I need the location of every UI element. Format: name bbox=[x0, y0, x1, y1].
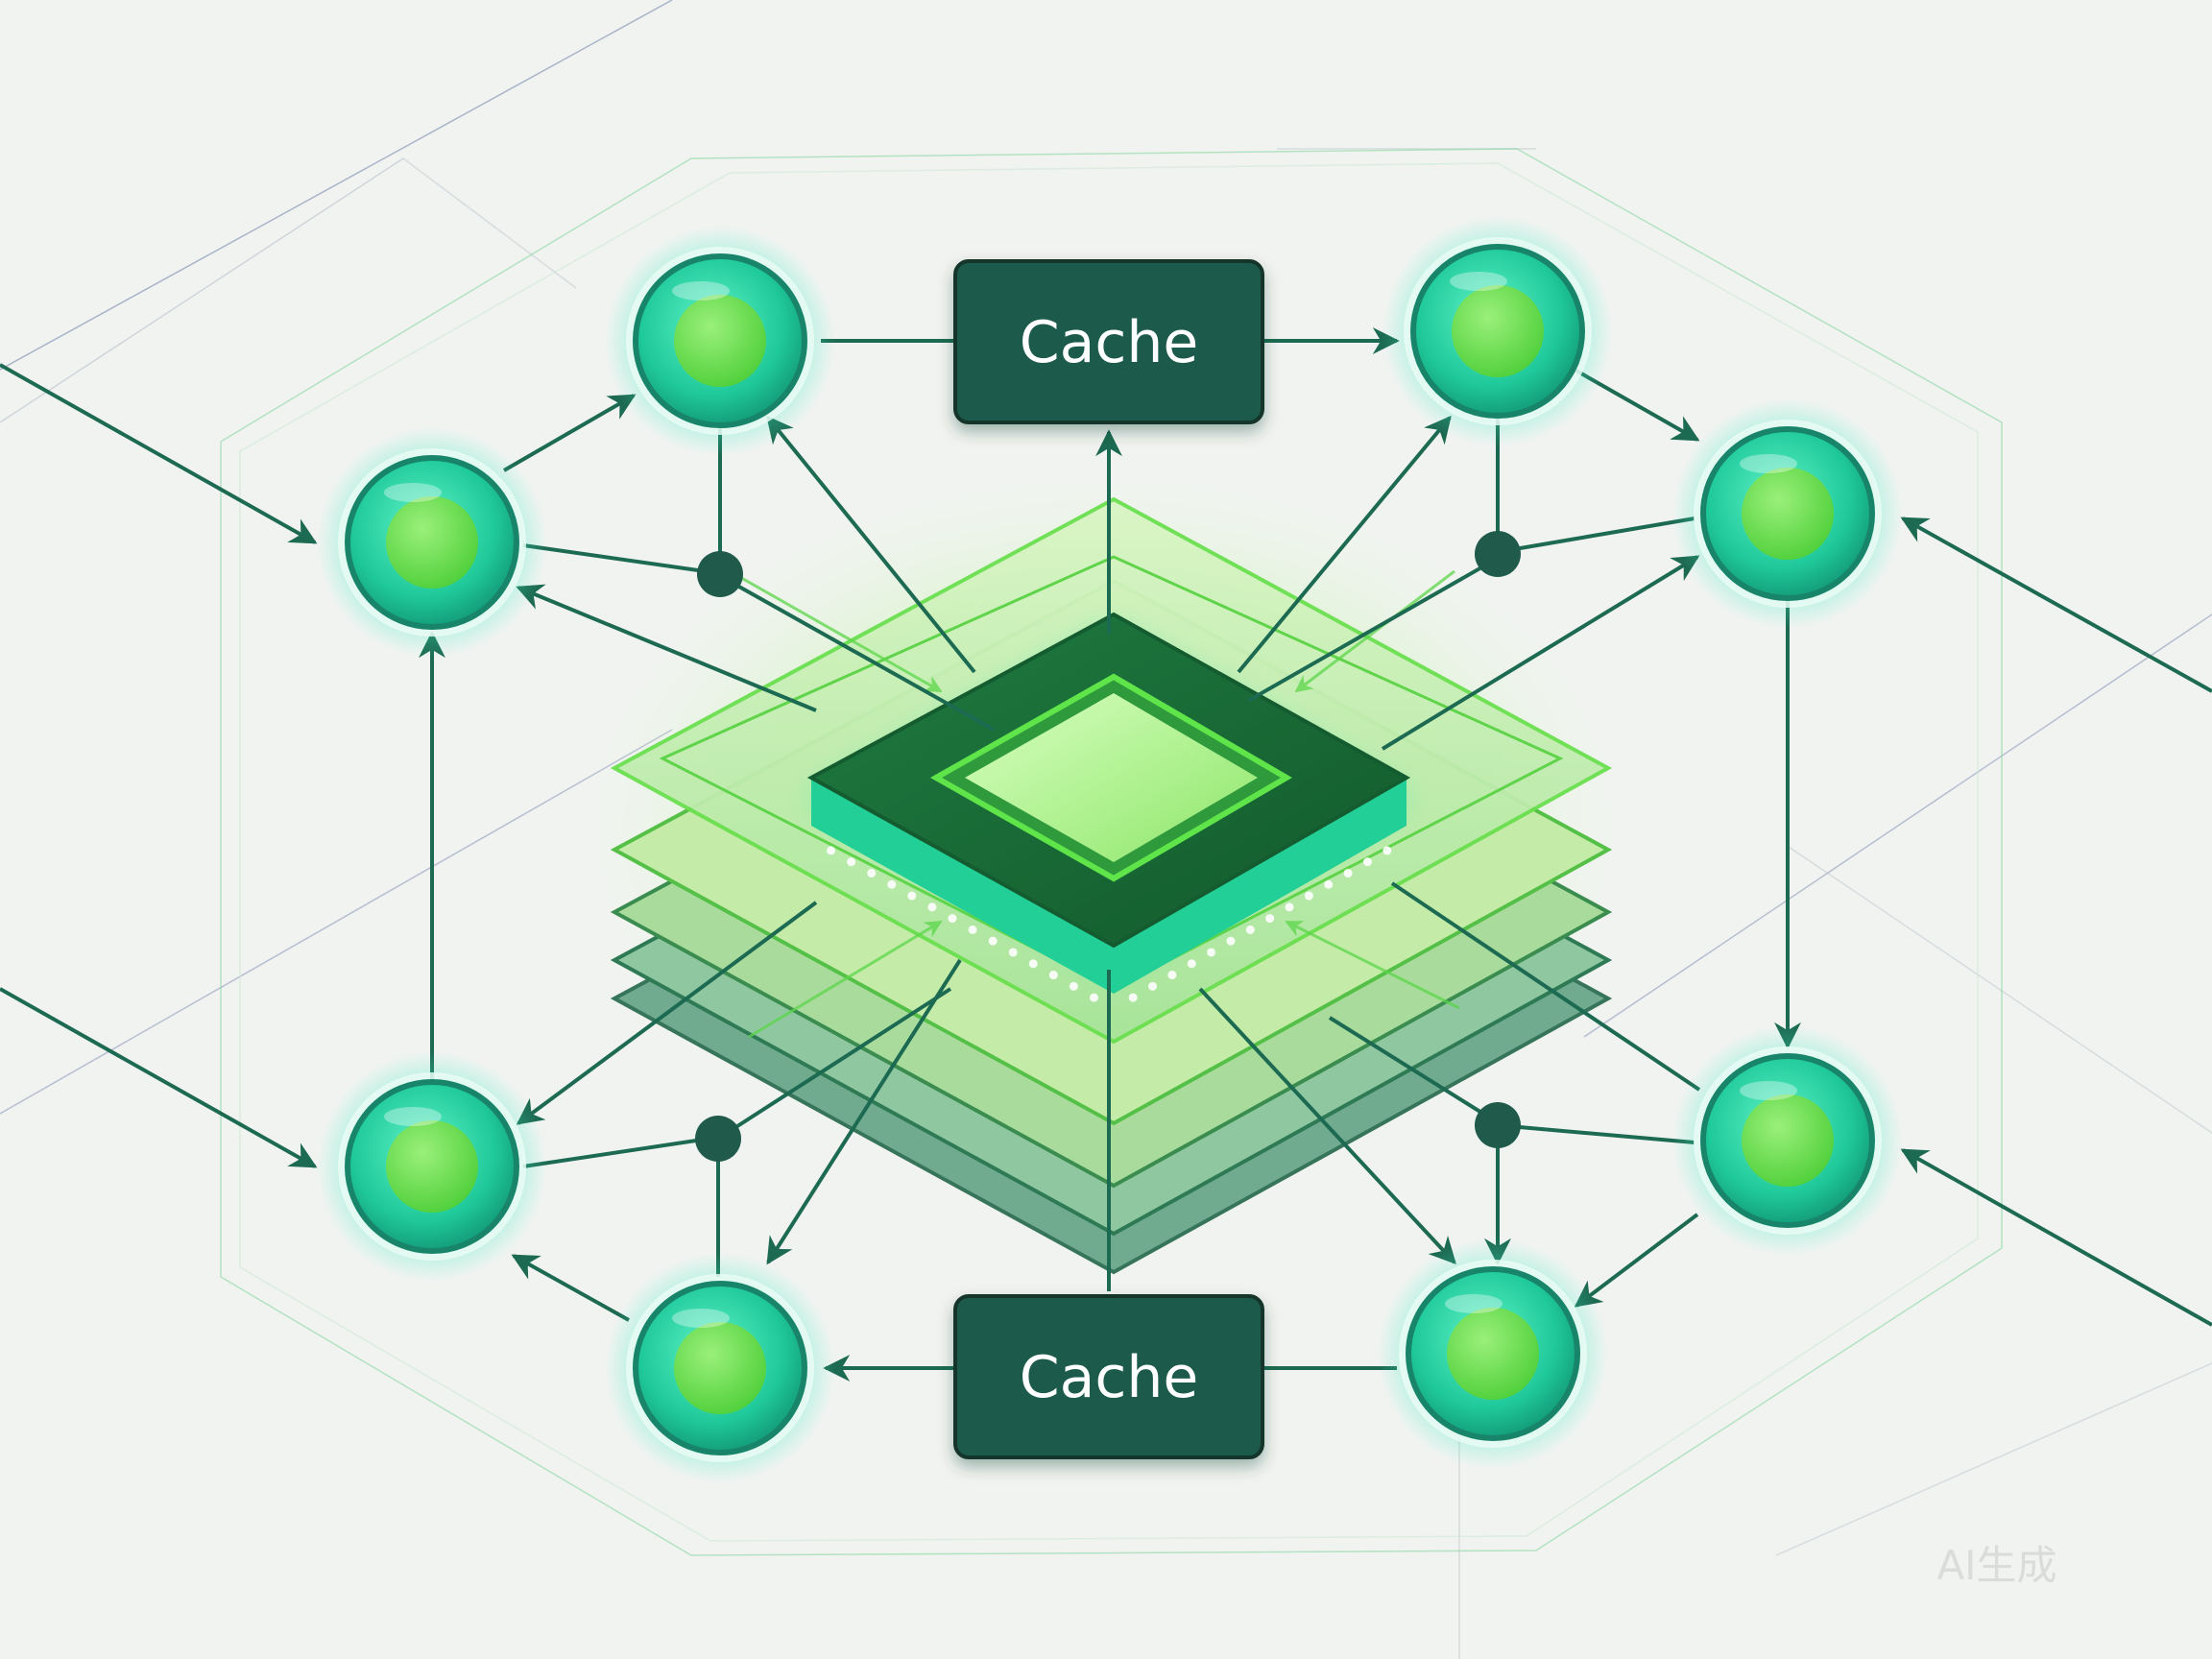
edge-junction-to-chip-br bbox=[1328, 1016, 1485, 1116]
edge-external-in-left-bottom bbox=[0, 987, 318, 1168]
node-top-left bbox=[605, 226, 835, 456]
edge-junction-to-chip-bottom bbox=[733, 987, 952, 1130]
cache-box-bottom: Cache bbox=[953, 1294, 1264, 1459]
edge-chip-to-topright bbox=[1237, 415, 1452, 674]
edge-chip-to-bottomright bbox=[1390, 881, 1701, 1092]
layer-connectors bbox=[729, 569, 1460, 1039]
junction-dot bbox=[697, 551, 743, 597]
edge-chip-to-topleft bbox=[766, 415, 976, 674]
edges bbox=[0, 327, 2212, 1382]
junction-dot bbox=[1475, 531, 1521, 577]
node-top-right bbox=[1382, 216, 1613, 446]
edge-bottomright-to-junction bbox=[1497, 1123, 1695, 1144]
node-bottom-right bbox=[1672, 1025, 1903, 1256]
edge-external-in-right-top bbox=[1900, 517, 2212, 693]
edge-junction-to-chip bbox=[736, 584, 995, 732]
node-bottom-right-b bbox=[1378, 1238, 1608, 1469]
watermark: AI生成 bbox=[1936, 1542, 2056, 1589]
edge-bottomleftb-to-bottomleft bbox=[511, 1254, 630, 1322]
node-bottom-left bbox=[317, 1051, 547, 1282]
edge-right-to-junction bbox=[1497, 517, 1695, 554]
edge-left-to-top-left bbox=[502, 394, 637, 472]
edge-chip-to-right bbox=[1381, 555, 1700, 751]
node-right bbox=[1672, 398, 1903, 629]
cache-label-top: Cache bbox=[1020, 309, 1199, 376]
nodes bbox=[317, 216, 1903, 1483]
junction-dot bbox=[695, 1116, 741, 1162]
edge-junction-to-chip-right bbox=[1247, 565, 1484, 703]
edge-external-in-right-bottom bbox=[1900, 1148, 2212, 1327]
edge-external-in-left-top bbox=[0, 363, 318, 544]
edge-chip-to-bottomleftb bbox=[766, 958, 962, 1265]
edge-chip-to-bottomleft bbox=[516, 901, 818, 1125]
edge-bottomright-to-bottomrightb bbox=[1574, 1213, 1699, 1308]
edge-bottomleft-to-junction bbox=[522, 1136, 716, 1168]
edge-chip-to-bottomrightb bbox=[1198, 987, 1456, 1265]
node-bottom-left-b bbox=[605, 1253, 835, 1483]
junctions bbox=[695, 531, 1521, 1162]
cache-box-top: Cache bbox=[953, 259, 1264, 424]
node-left bbox=[317, 427, 547, 658]
watermark-text: AI生成 bbox=[1936, 1542, 2056, 1589]
edge-left-to-junction bbox=[522, 543, 719, 575]
junction-dot bbox=[1475, 1102, 1521, 1148]
cache-label-bottom: Cache bbox=[1020, 1344, 1199, 1411]
edge-chip-to-left bbox=[516, 584, 817, 712]
